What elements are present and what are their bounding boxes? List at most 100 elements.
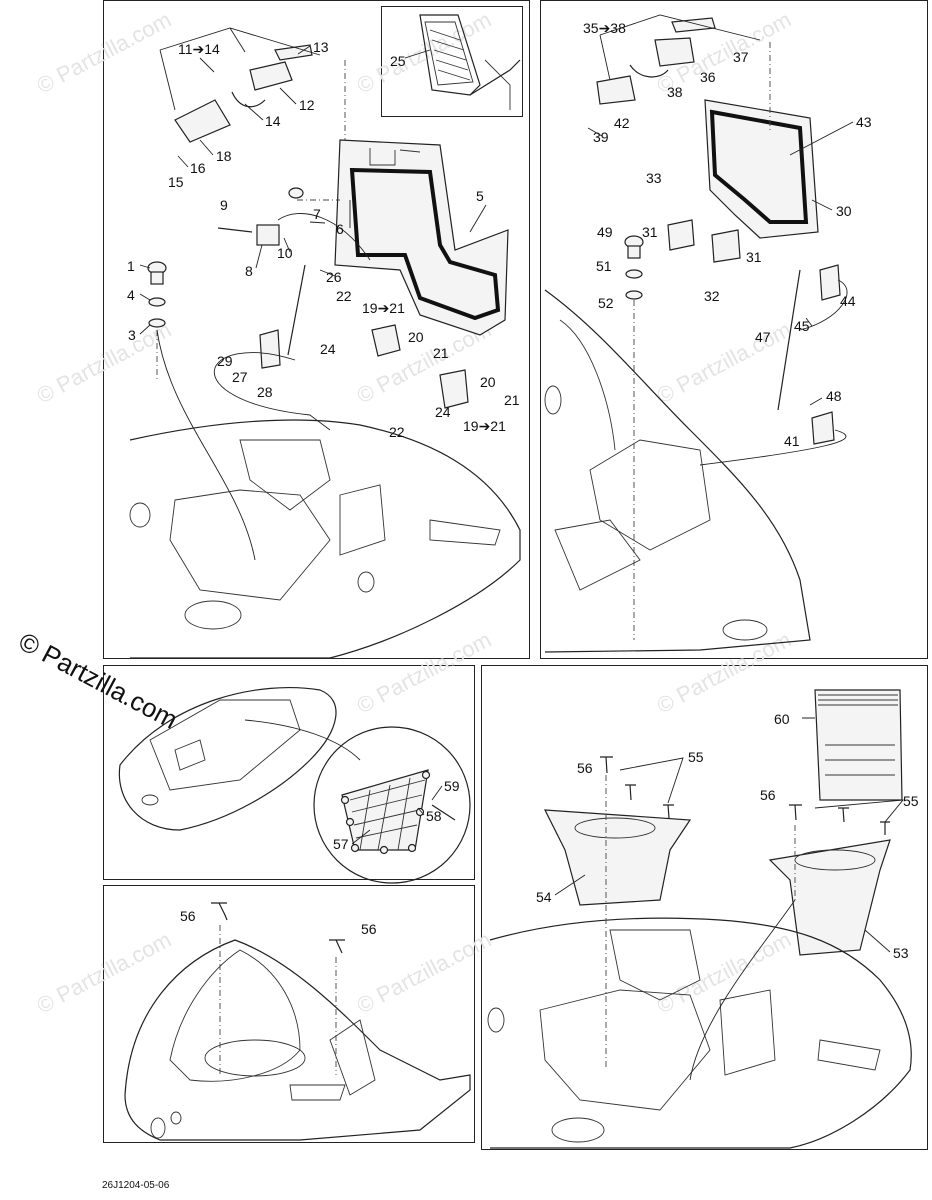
callout: 20 (408, 329, 424, 345)
callout: 28 (257, 384, 273, 400)
callout: 51 (596, 258, 612, 274)
seal-43 (709, 109, 809, 224)
seat-panel (334, 139, 509, 336)
bracket-44 (819, 264, 841, 301)
callout: 49 (597, 224, 613, 240)
callout: 18 (216, 148, 232, 164)
hull-top-left (129, 419, 521, 659)
callout: 21 (504, 392, 520, 408)
callout: 30 (836, 203, 852, 219)
washer-51 (625, 269, 643, 279)
top-left-drawing (129, 14, 521, 659)
callout: 32 (704, 288, 720, 304)
inset-seat-net (419, 14, 521, 110)
callout: 13 (313, 39, 329, 55)
callout: 10 (277, 245, 293, 261)
callout: 29 (217, 353, 233, 369)
spring-14 (231, 91, 266, 108)
callout: 8 (245, 263, 253, 279)
callout: 45 (794, 318, 810, 334)
mid-left-drawing (118, 687, 471, 884)
hull-top-right (544, 289, 811, 653)
callout: 6 (336, 221, 344, 237)
callout: 36 (700, 69, 716, 85)
latch-42 (596, 75, 636, 105)
washer-3 (148, 318, 166, 328)
callout: 14 (265, 113, 281, 129)
latch-12 (249, 61, 293, 91)
bottom-left-drawing (124, 902, 471, 1141)
hook-13 (274, 44, 313, 61)
callout: 48 (826, 388, 842, 404)
detail-circle (313, 726, 471, 884)
callout: 39 (593, 129, 609, 145)
diagram-code: 26J1204-05-06 (102, 1180, 170, 1191)
callout: 59 (444, 778, 460, 794)
callout: 56 (361, 921, 377, 937)
callout: 55 (688, 749, 704, 765)
callout: 54 (536, 889, 552, 905)
washer-4 (148, 297, 166, 307)
hull-bottom-left (124, 939, 471, 1141)
callout: 11➔14 (178, 41, 220, 57)
callout: 26 (326, 269, 342, 285)
callout: 20 (480, 374, 496, 390)
callout: 16 (190, 160, 206, 176)
callout: 25 (390, 53, 406, 69)
seal-6 (349, 167, 501, 321)
callout: 52 (598, 295, 614, 311)
hinge-19b (439, 369, 469, 409)
latch-18 (174, 99, 231, 143)
callout: 19➔21 (362, 300, 405, 316)
callout: 22 (336, 288, 352, 304)
glovebox-lid (704, 99, 819, 239)
callout: 9 (220, 197, 228, 213)
callout: 21 (433, 345, 449, 361)
callout: 3 (128, 327, 136, 343)
callout: 27 (232, 369, 248, 385)
callout: 42 (614, 115, 630, 131)
screw-59 (431, 804, 456, 821)
boat-overview (118, 687, 337, 831)
callout: 7 (313, 206, 321, 222)
bolt-9 (217, 227, 253, 233)
callout: 58 (426, 808, 442, 824)
inset-panel-seat-net (381, 6, 523, 117)
bracket-27 (259, 329, 281, 369)
top-right-drawing (544, 14, 848, 653)
part-labels: 11➔14 13 25 12 14 18 16 15 5 7 9 6 8 10 … (127, 20, 919, 961)
callout: 31 (746, 249, 762, 265)
washer-52 (625, 290, 643, 300)
callout: 33 (646, 170, 662, 186)
callout: 24 (320, 341, 336, 357)
bin-53 (768, 839, 891, 956)
callout: 56 (577, 760, 593, 776)
hinge-31b (711, 229, 741, 263)
callout: 44 (840, 293, 856, 309)
callout: 57 (333, 836, 349, 852)
callout: 41 (784, 433, 800, 449)
callout: 12 (299, 97, 315, 113)
spring-38 (629, 64, 669, 78)
callout: 19➔21 (463, 418, 506, 434)
hook-37 (671, 17, 716, 33)
right-bottom-drawing (487, 689, 912, 1149)
callout: 31 (642, 224, 658, 240)
grommet-7 (288, 187, 304, 199)
hinge-19 (371, 324, 401, 357)
panel-bottom-left (103, 885, 475, 1143)
callout: 5 (476, 188, 484, 204)
callout: 47 (755, 329, 771, 345)
callout: 4 (127, 287, 135, 303)
callout: 43 (856, 114, 872, 130)
callout: 35➔38 (583, 20, 626, 36)
bracket-8 (256, 224, 280, 246)
callout: 15 (168, 174, 184, 190)
bracket-41 (811, 411, 835, 445)
callout: 37 (733, 49, 749, 65)
label-leaders (139, 45, 891, 953)
latch-36 (654, 37, 695, 67)
callout: 60 (774, 711, 790, 727)
callout: 24 (435, 404, 451, 420)
